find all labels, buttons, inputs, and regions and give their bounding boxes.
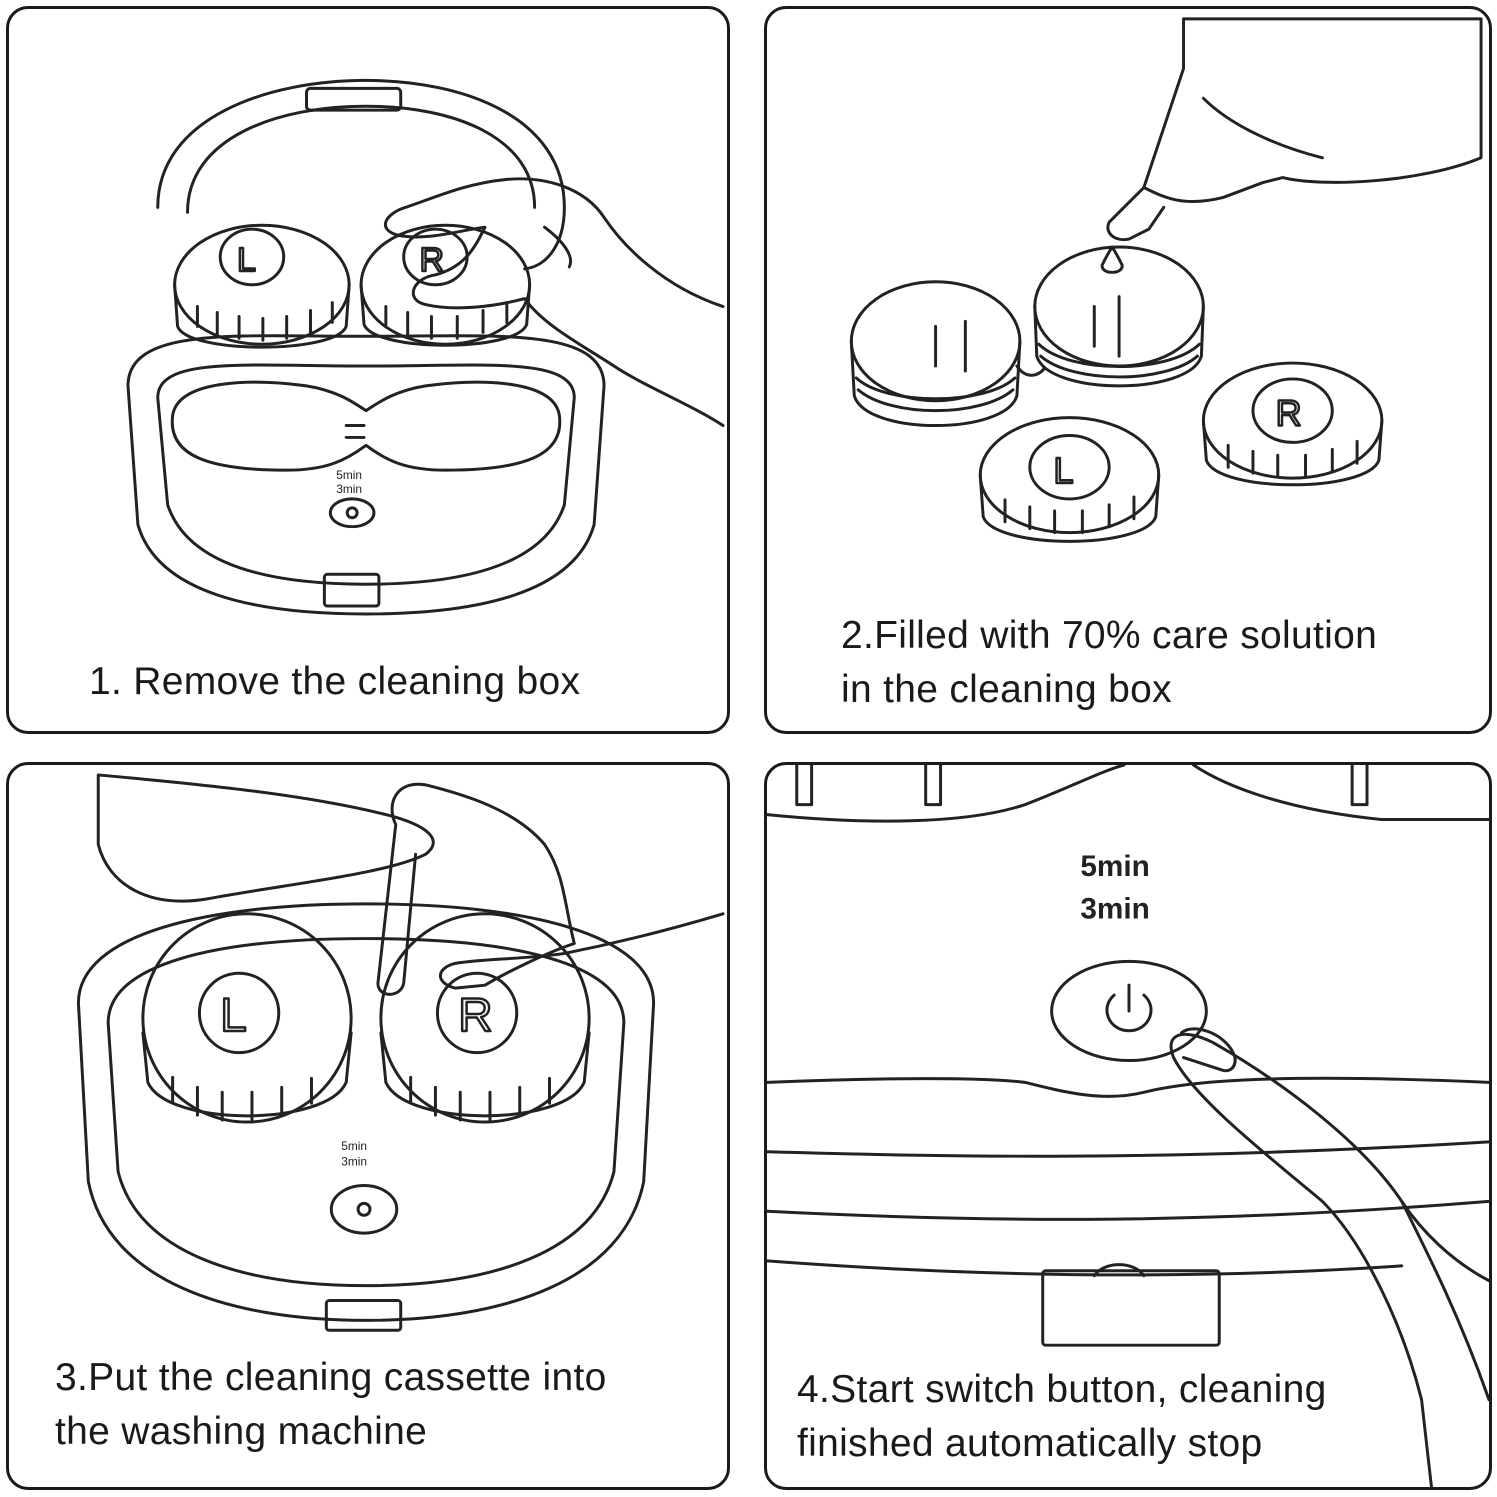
tray-wells — [170, 380, 562, 472]
cap-l: L — [978, 416, 1161, 543]
lid-outline — [156, 78, 566, 271]
step-3-illustration: 5min 3min L R — [76, 773, 725, 1332]
cap-l-label: L — [1054, 451, 1074, 491]
step-4-line-2: finished automatically stop — [797, 1422, 1263, 1465]
step-1-line-1: 1. Remove the cleaning box — [89, 660, 581, 703]
cap-right-3: R — [379, 912, 591, 1124]
step-1-caption: 1. Remove the cleaning box — [89, 655, 580, 709]
step-2-line-1: 2.Filled with 70% care solution — [841, 614, 1378, 657]
step-1-panel: 5min 3min L R 1. Remove the cleaning box — [6, 6, 730, 734]
front-latch — [322, 572, 381, 608]
lens-case — [849, 245, 1205, 427]
cap-left: L — [173, 223, 351, 349]
step-2-illustration: L R — [849, 17, 1483, 543]
timer-5-label: 5min — [336, 468, 362, 482]
front-latch-4 — [1041, 1269, 1221, 1347]
base-outline — [126, 334, 606, 616]
power-button-4[interactable] — [1050, 959, 1208, 1063]
drop-icon — [1100, 245, 1124, 274]
lid-latch — [305, 86, 403, 112]
power-icon — [356, 1201, 372, 1217]
step-3-line-1: 3.Put the cleaning cassette into — [55, 1356, 607, 1399]
power-icon — [345, 506, 359, 520]
cap-r-label: R — [1276, 394, 1302, 434]
hand-icon — [376, 782, 725, 996]
cap-right: R — [359, 223, 532, 347]
timer-3-label-3: 3min — [341, 1155, 367, 1169]
cap-r: R — [1201, 361, 1384, 487]
step-3-panel: 5min 3min L R 3.Put the cleaning cassett… — [6, 762, 730, 1490]
step-4-illustration: 5min 3min — [767, 765, 1489, 1487]
cap-left-3: L — [141, 912, 353, 1124]
power-icon — [1105, 983, 1153, 1033]
step-2-line-2: in the cleaning box — [841, 668, 1172, 711]
step-2-panel: L R 2.Filled with 70% care solution in t… — [764, 6, 1492, 734]
dropper-bottle-icon — [1106, 17, 1483, 242]
finger-icon — [1169, 1032, 1489, 1487]
step-3-caption: 3.Put the cleaning cassette into the was… — [55, 1351, 607, 1459]
timer-3-label-4: 3min — [1080, 893, 1149, 926]
timer-5-label-3: 5min — [341, 1139, 367, 1153]
cap-left-label: L — [237, 241, 256, 279]
hand-icon — [383, 177, 725, 428]
step-4-caption: 4.Start switch button, cleaning finished… — [797, 1363, 1327, 1471]
step-4-line-1: 4.Start switch button, cleaning — [797, 1368, 1327, 1411]
cap-left-3-label: L — [220, 989, 246, 1042]
step-3-line-2: the washing machine — [55, 1410, 428, 1453]
step-2-caption: 2.Filled with 70% care solution in the c… — [841, 609, 1377, 717]
front-latch — [324, 1299, 403, 1332]
cap-right-3-label: R — [458, 989, 492, 1042]
step-1-illustration: 5min 3min L R — [126, 78, 725, 616]
lid-outline — [96, 773, 435, 903]
power-button[interactable] — [328, 497, 376, 529]
power-button-3[interactable] — [329, 1184, 399, 1235]
step-4-panel: 5min 3min 4.Start switch button, cleanin… — [764, 762, 1492, 1490]
timer-5-label-4: 5min — [1080, 850, 1149, 883]
timer-3-label: 3min — [336, 482, 362, 496]
base-outline — [76, 902, 656, 1322]
